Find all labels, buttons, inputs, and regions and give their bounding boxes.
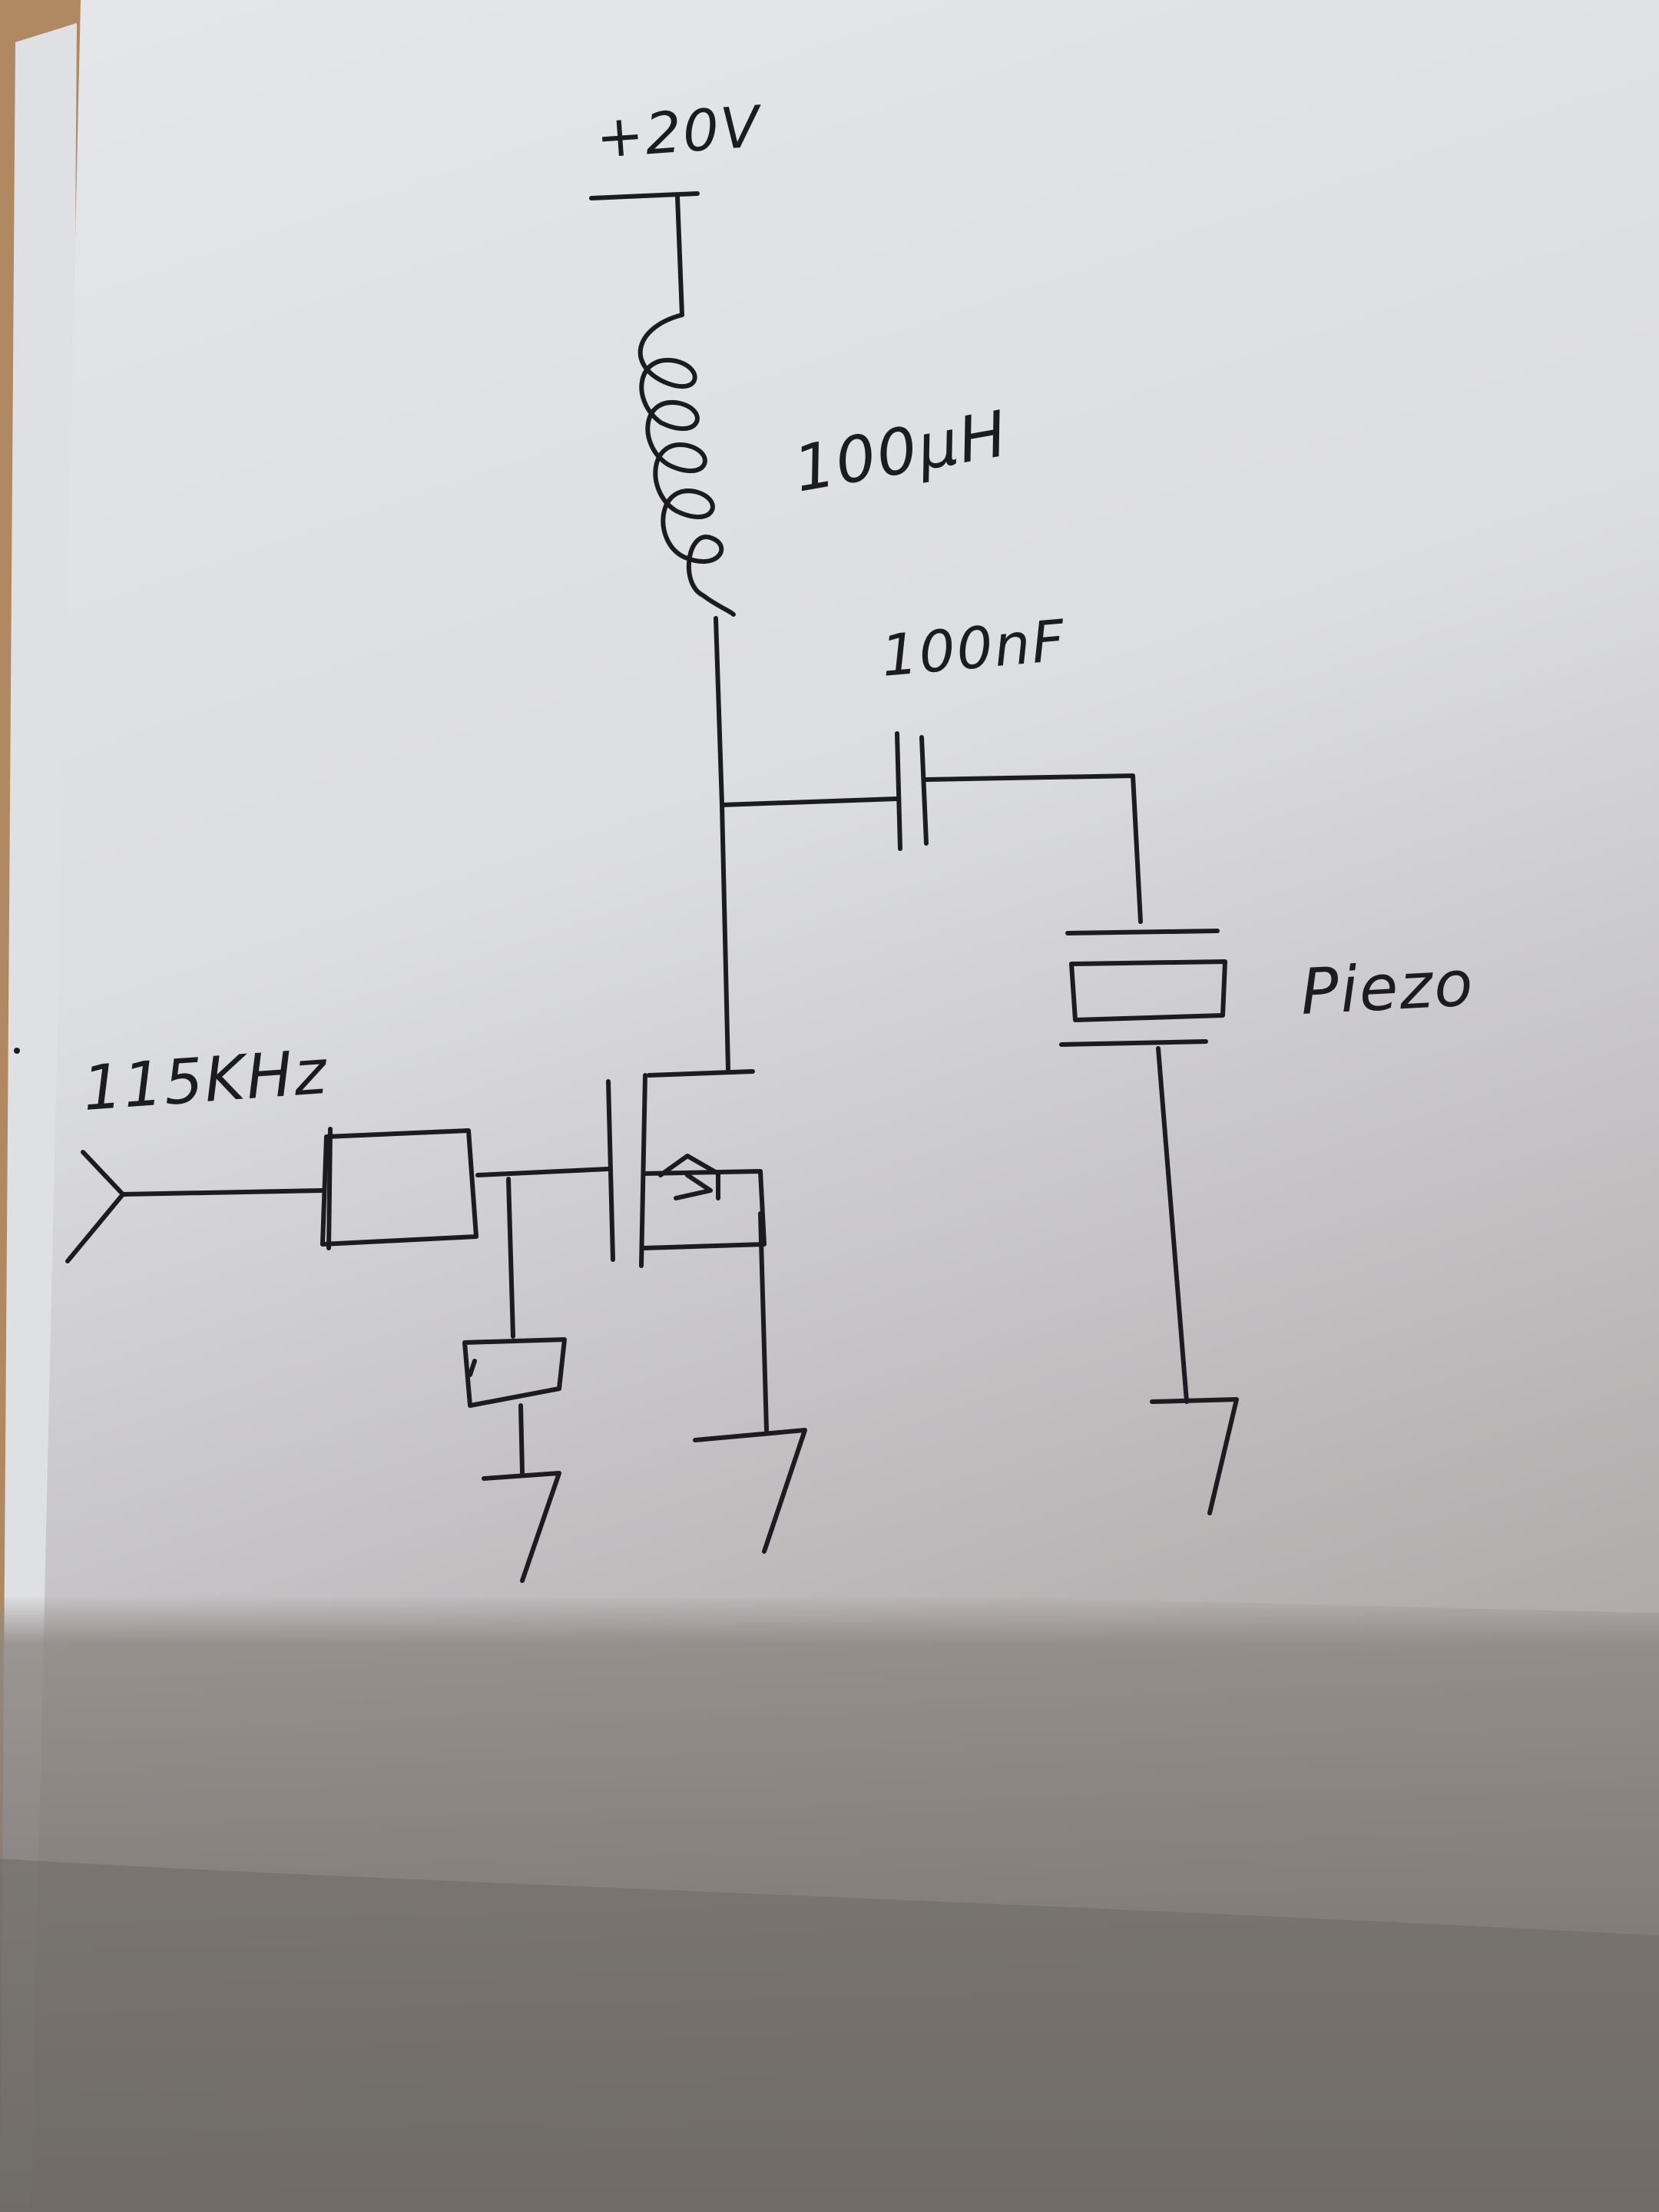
piezo-plate-top	[1065, 929, 1220, 935]
pulldown-wire-top	[506, 1177, 515, 1339]
supply-rail-bar	[589, 191, 700, 200]
paper-speck	[14, 1048, 20, 1054]
mosfet-gate-plate	[606, 1079, 615, 1262]
capacitor-to-piezo-wire	[924, 773, 1143, 924]
ground-symbol-piezo	[1150, 1397, 1239, 1515]
gate-resistor	[320, 1128, 478, 1247]
mosfet-arrow	[658, 1154, 720, 1200]
pulldown-wire-bottom	[518, 1403, 525, 1475]
capacitor-plate-left	[895, 731, 902, 851]
ground-symbol-mosfet	[693, 1428, 807, 1554]
ground-symbol-pulldown	[482, 1471, 561, 1583]
pulldown-resistor-mark	[468, 1359, 477, 1377]
drain-wire-lower	[720, 803, 730, 1071]
input-wire	[121, 1188, 325, 1197]
node-to-capacitor-wire	[720, 796, 899, 807]
piezo-label: Piezo	[1299, 947, 1476, 1029]
supply-label: +20V	[594, 94, 765, 171]
pulldown-resistor	[462, 1337, 567, 1408]
piezo-to-ground-wire	[1156, 1046, 1189, 1404]
mosfet-source-box	[641, 1169, 767, 1250]
piezo-plate-bottom	[1059, 1039, 1208, 1047]
mosfet-channel	[639, 1073, 647, 1268]
capacitor-label: 100nF	[879, 608, 1068, 690]
capacitor-plate-right	[919, 735, 929, 846]
mosfet-source-to-ground	[758, 1211, 769, 1432]
gate-resistor-inner-line	[326, 1127, 333, 1250]
gate-wire	[475, 1167, 611, 1177]
inductor-symbol	[637, 313, 736, 617]
supply-wire	[675, 194, 684, 317]
piezo-crystal-body	[1069, 959, 1227, 1022]
input-frequency-label: 115KHz	[81, 1036, 330, 1124]
drain-wire-upper	[714, 616, 724, 807]
input-arrow-icon	[65, 1150, 125, 1263]
shadow-lower	[0, 1859, 1659, 2212]
mosfet-drain-lead	[647, 1069, 755, 1078]
